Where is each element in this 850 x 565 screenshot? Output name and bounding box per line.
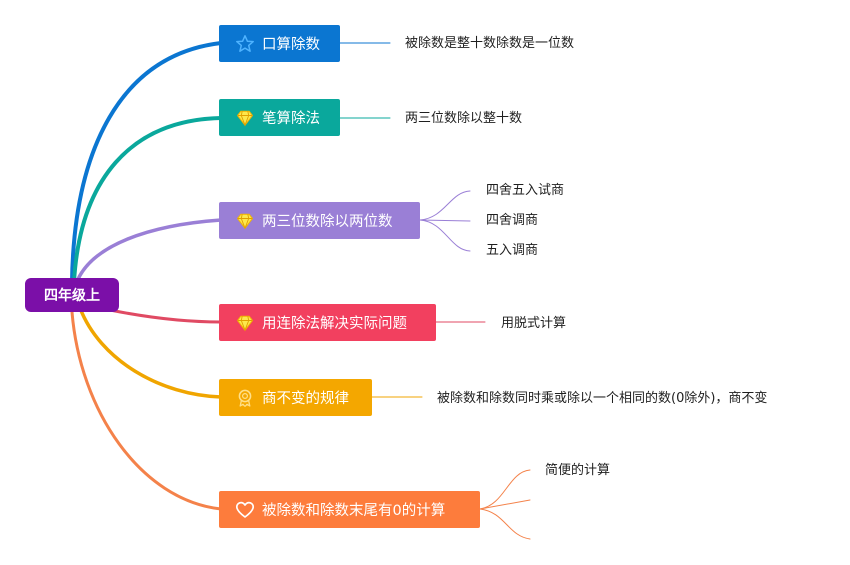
topic-written-division[interactable]: 笔算除法 bbox=[219, 99, 340, 136]
subtopic-label[interactable]: 用脱式计算 bbox=[501, 316, 567, 331]
topic-label: 用连除法解决实际问题 bbox=[262, 316, 407, 332]
branch-line bbox=[78, 306, 223, 399]
topic-label: 两三位数除以两位数 bbox=[262, 214, 393, 230]
branch-line bbox=[70, 41, 223, 284]
branch-line bbox=[70, 310, 223, 511]
topic-label: 口算除数 bbox=[262, 37, 320, 53]
subtopic-label[interactable]: 简便的计算 bbox=[545, 463, 611, 478]
heart-icon bbox=[235, 500, 255, 520]
medal-icon bbox=[235, 388, 255, 408]
subtopic-label[interactable]: 被除数和除数同时乘或除以一个相同的数(0除外)，商不变 bbox=[437, 391, 768, 406]
topic-label: 笔算除法 bbox=[262, 111, 320, 127]
subtopic-label[interactable]: 被除数是整十数除数是一位数 bbox=[405, 36, 575, 51]
subtopic-label[interactable]: 五入调商 bbox=[486, 243, 539, 258]
branch-line bbox=[74, 218, 223, 286]
topic-consecutive-division-problems[interactable]: 用连除法解决实际问题 bbox=[219, 304, 436, 341]
sub-line bbox=[419, 219, 471, 252]
diamond-icon bbox=[235, 108, 255, 128]
sub-line bbox=[419, 219, 471, 222]
topic-three-digit-by-two-digit[interactable]: 两三位数除以两位数 bbox=[219, 202, 420, 239]
diamond-icon bbox=[235, 313, 255, 333]
subtopic-label[interactable]: 两三位数除以整十数 bbox=[405, 111, 523, 126]
topic-mental-division[interactable]: 口算除数 bbox=[219, 25, 340, 62]
sub-line bbox=[479, 499, 531, 510]
subtopic-label[interactable]: 四舍调商 bbox=[486, 213, 539, 228]
branch-line bbox=[108, 308, 223, 324]
subtopic-label[interactable]: 四舍五入试商 bbox=[486, 183, 565, 198]
topic-trailing-zero-division[interactable]: 被除数和除数末尾有0的计算 bbox=[219, 491, 480, 528]
sub-line bbox=[419, 190, 471, 221]
topic-quotient-invariance-rule[interactable]: 商不变的规律 bbox=[219, 379, 372, 416]
topic-label: 被除数和除数末尾有0的计算 bbox=[262, 503, 446, 519]
root-topic[interactable]: 四年级上 bbox=[25, 278, 119, 312]
sub-line bbox=[479, 469, 531, 510]
root-label: 四年级上 bbox=[44, 288, 100, 304]
sub-line bbox=[479, 508, 531, 540]
topic-label: 商不变的规律 bbox=[262, 391, 349, 407]
diamond-icon bbox=[235, 211, 255, 231]
branch-line bbox=[72, 116, 223, 284]
star-icon bbox=[235, 34, 255, 54]
